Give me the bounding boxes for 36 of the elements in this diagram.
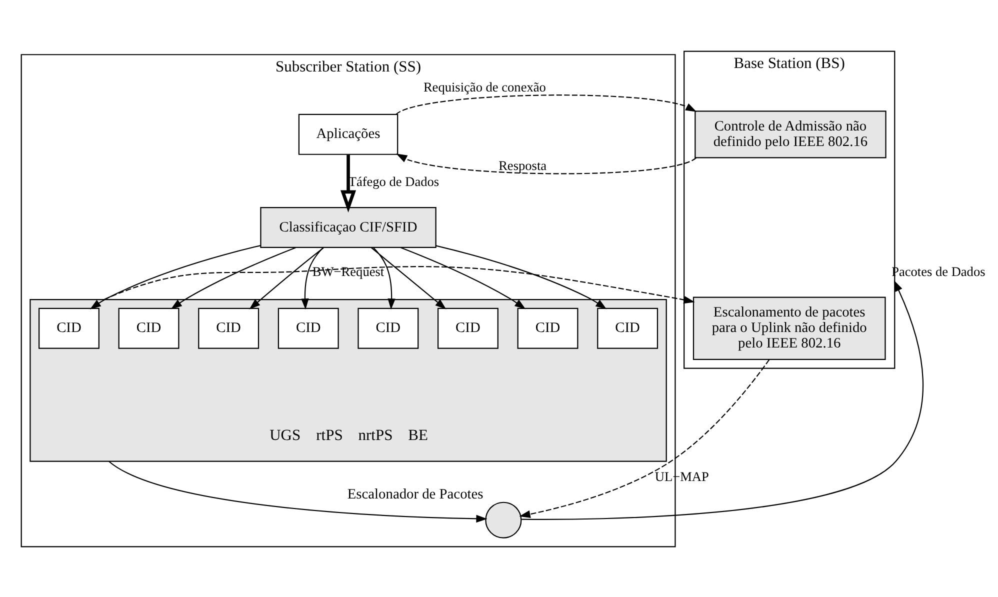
node-label: Escalonador de Pacotes — [347, 486, 484, 502]
node-label: UGS — [270, 426, 301, 444]
node-box: Controle de Admissão não definido pelo IEEE 802.16 — [694, 110, 886, 158]
arrow — [371, 246, 446, 309]
arrow — [396, 153, 697, 174]
node-box: CID — [517, 307, 578, 348]
node-box: CID — [198, 307, 260, 348]
edge-label: Resposta — [498, 157, 547, 172]
arrow — [90, 244, 261, 309]
arrow — [373, 246, 396, 310]
arrow — [301, 246, 324, 310]
node-label: nrtPS — [358, 426, 393, 444]
node-box: CID — [438, 307, 498, 348]
arrow — [170, 246, 296, 309]
arrow — [340, 154, 356, 212]
arrow — [108, 460, 488, 522]
node-box: CID — [118, 307, 180, 348]
arrow — [436, 244, 607, 309]
arrow — [249, 246, 324, 309]
node-box: CID — [358, 307, 419, 348]
edge-label: BW−Request — [312, 263, 384, 278]
arrow — [522, 280, 924, 520]
edge-label: Requisição de conexão — [423, 78, 546, 94]
node-box: CID — [278, 307, 339, 348]
node-box: Aplicações — [298, 113, 398, 154]
node-label: rtPS — [316, 426, 343, 444]
arrow — [400, 246, 526, 309]
arrow — [519, 358, 770, 518]
node-box: CID — [38, 307, 100, 348]
arrow — [396, 94, 697, 114]
node-circle — [485, 501, 522, 538]
node-box: Classificaçao CIF/SFID — [260, 206, 436, 248]
node-box: CID — [597, 307, 658, 348]
arrow — [104, 266, 695, 304]
node-box: Escalonamento de pacotes para o Uplink não definido pelo IEEE 802.16 — [692, 296, 886, 360]
node-label: BE — [408, 426, 428, 444]
